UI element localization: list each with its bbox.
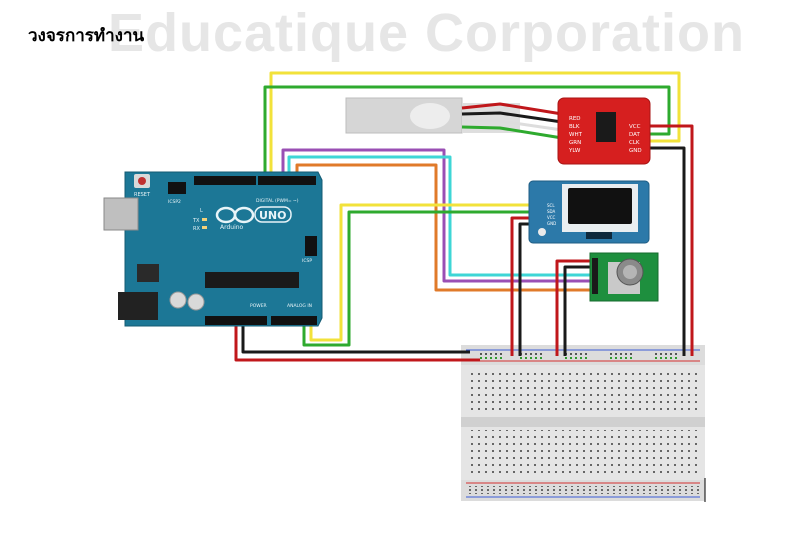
tx-led xyxy=(202,218,207,221)
hx711-pin-vcc: VCC xyxy=(629,124,641,130)
rx-led xyxy=(202,226,207,229)
loadcell-red-wire xyxy=(461,102,563,116)
oled-sda-yellow-wire xyxy=(309,203,540,342)
l-led-label: L xyxy=(200,208,203,214)
oled-pin-scl: SCL xyxy=(547,203,555,208)
hx711-pin-gnd: GND xyxy=(629,148,642,154)
encoder-purple-wire xyxy=(281,148,592,283)
bottom-rail-holes xyxy=(466,486,700,494)
icsp2-label: ICSP2 xyxy=(168,199,181,205)
rotary-encoder-module xyxy=(589,252,659,302)
encoder-gnd-black-wire xyxy=(563,265,592,356)
wires xyxy=(234,71,694,362)
hx711-vcc-red-wire xyxy=(650,124,694,356)
page-title: วงจรการทำงาน xyxy=(28,26,145,46)
digital-header-right xyxy=(258,176,316,185)
loadcell-green-wire xyxy=(461,125,563,140)
digital-label: DIGITAL (PWM= ~) xyxy=(256,198,299,204)
arduino-5v-red-wire xyxy=(234,325,480,362)
oled-scl-green-wire xyxy=(302,210,540,347)
uno-badge xyxy=(254,206,292,223)
analog-header xyxy=(271,316,317,325)
oled-logo-icon xyxy=(538,228,546,236)
oled-pin-sda: SDA xyxy=(547,209,556,214)
tx-label: TX xyxy=(192,218,200,224)
loadcell-white-wire xyxy=(462,119,563,132)
encoder-pin-header xyxy=(592,258,598,294)
hx711-pin-dat: DAT xyxy=(629,132,640,138)
reset-button-cap[interactable] xyxy=(138,177,146,185)
watermark: Educatique Corporation xyxy=(108,3,746,63)
hx711-pin-grn: GRN xyxy=(569,140,581,146)
breadboard-top-rail xyxy=(461,345,705,365)
oled-screen xyxy=(568,188,632,224)
atmega-chip xyxy=(205,272,299,288)
breadboard-lower-terminals xyxy=(466,430,700,474)
arduino-brand: Arduino xyxy=(220,224,244,231)
oled-pin-gnd: GND xyxy=(547,221,556,226)
arduino-uno-board: RESET ICSP2 DIGITAL (PWM= ~) L TX RX UNO… xyxy=(103,171,323,327)
analog-label: ANALOG IN xyxy=(287,303,312,309)
capacitor-right xyxy=(187,293,205,311)
hx711-module: RED BLK WHT GRN YLW VCC DAT CLK GND xyxy=(557,97,651,165)
encoder-vcc-red-wire xyxy=(555,259,592,356)
voltage-regulator xyxy=(137,264,159,282)
digital-header-left xyxy=(194,176,256,185)
capacitor-left xyxy=(169,291,187,309)
arduino-gnd-black-wire xyxy=(241,325,470,354)
oled-ribbon xyxy=(586,232,612,239)
dat-green-wire xyxy=(263,85,671,185)
icsp-label: ICSP xyxy=(302,258,312,264)
hx711-gnd-black-wire xyxy=(650,146,686,356)
rx-label: RX xyxy=(193,226,200,232)
encoder-cyan-wire xyxy=(287,155,592,277)
breadboard-center-channel xyxy=(461,417,705,427)
hx711-chip xyxy=(596,112,616,142)
power-label: POWER xyxy=(250,303,267,309)
reset-label: RESET xyxy=(134,192,151,198)
clk-yellow-wire xyxy=(269,71,681,185)
hx711-pin-blk: BLK xyxy=(569,124,580,130)
uno-label: UNO xyxy=(259,209,287,222)
breadboard-upper-terminals xyxy=(466,370,700,414)
hx711-pin-clk: CLK xyxy=(629,140,640,146)
hx711-pin-ylw: YLW xyxy=(568,148,581,154)
dc-jack xyxy=(118,292,158,320)
usb-connector xyxy=(103,197,139,231)
loadcell-black-wire xyxy=(461,111,563,124)
oled-display-module: SCL SDA VCC GND xyxy=(528,180,650,244)
icsp-header xyxy=(305,236,317,256)
breadboard xyxy=(461,345,706,502)
oled-pin-vcc: VCC xyxy=(547,215,556,220)
power-header xyxy=(205,316,267,325)
icsp2-header xyxy=(168,182,186,194)
hx711-pin-wht: WHT xyxy=(569,132,583,138)
encoder-shaft xyxy=(623,265,637,279)
hx711-pin-red: RED xyxy=(569,116,581,122)
load-cell-hole xyxy=(410,103,450,129)
logo-right-loop xyxy=(233,206,255,224)
arduino-logo: UNO Arduino xyxy=(215,206,292,231)
